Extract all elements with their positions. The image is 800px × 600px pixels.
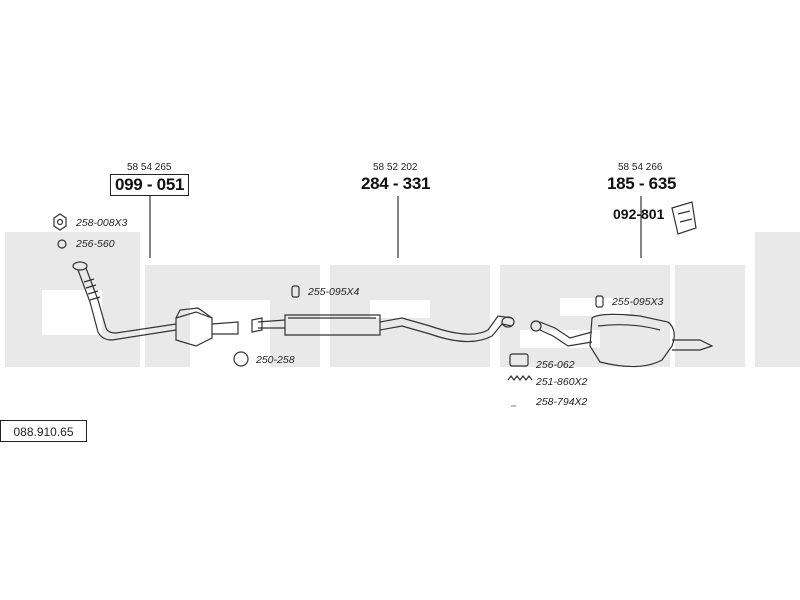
clamp-front-icon xyxy=(291,285,300,298)
mount-icon xyxy=(671,201,697,235)
accessory-spring-label: 251-860X2 xyxy=(536,376,588,388)
accessory-bolt-small-label: cm xyxy=(511,403,517,408)
ring-icon xyxy=(57,239,67,249)
part-number-rear: 185 - 635 xyxy=(607,174,677,193)
oem-number-rear: 58 54 266 xyxy=(618,162,663,173)
watermark-letter-l xyxy=(755,232,800,367)
accessory-nut-label: 258-008X3 xyxy=(76,217,128,229)
nut-icon xyxy=(53,213,67,231)
gasket-icon xyxy=(509,353,529,367)
catalog-number: 088.910.65 xyxy=(0,420,87,442)
middle-silencer xyxy=(251,314,515,343)
accessory-gasket-label: 256-062 xyxy=(536,359,575,371)
accessory-bolt-label: 258-794X2 xyxy=(536,396,588,408)
part-number-middle: 284 - 331 xyxy=(361,174,431,193)
mount-part-number: 092-801 xyxy=(613,206,665,222)
spring-icon xyxy=(507,375,533,381)
accessory-ring-label: 256-560 xyxy=(76,238,115,250)
clamp-rear-icon xyxy=(595,295,604,308)
front-pipe-catalyst xyxy=(72,261,239,347)
accessory-clamp-ring-label: 250-258 xyxy=(256,354,295,366)
part-number-front: 099 - 051 xyxy=(110,174,190,196)
accessory-clamp-rear-label: 255-095X3 xyxy=(612,296,664,308)
oem-number-middle: 58 52 202 xyxy=(373,162,418,173)
clamp-ring-icon xyxy=(233,351,249,367)
accessory-clamp-front-label: 255-095X4 xyxy=(308,286,360,298)
rear-silencer xyxy=(530,313,714,368)
accessory-glyphs xyxy=(53,201,697,381)
oem-number-front: 58 54 265 xyxy=(127,162,172,173)
